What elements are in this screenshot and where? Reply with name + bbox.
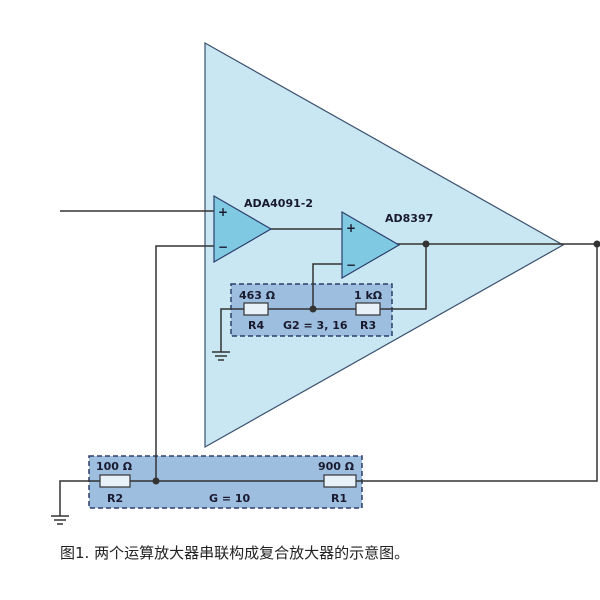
ground-symbol-inner: [212, 351, 230, 361]
r2-name-label: R2: [107, 492, 123, 505]
r3-value-label: 1 kΩ: [354, 289, 383, 302]
junction-dot: [152, 477, 160, 485]
opamp1-minus-sign: −: [218, 240, 228, 254]
r2-value-label: 100 Ω: [96, 460, 133, 473]
opamp1-plus-sign: +: [218, 205, 228, 219]
figure-caption: 图1. 两个运算放大器串联构成复合放大器的示意图。: [60, 544, 410, 562]
junction-dot: [309, 305, 317, 313]
resistor-r4: [243, 302, 269, 316]
resistor-r3: [355, 302, 381, 316]
opamp2-minus-sign: −: [346, 258, 356, 272]
outer-feedback-network-box: [88, 455, 363, 509]
opamp-ad8397: [341, 210, 401, 280]
opamp-ada4091-2: [213, 194, 273, 264]
r4-name-label: R4: [248, 319, 264, 332]
opamp2-plus-sign: +: [346, 221, 356, 235]
opamp1-label: ADA4091-2: [244, 197, 313, 210]
opamp2-label: AD8397: [385, 212, 433, 225]
r4-value-label: 463 Ω: [239, 289, 276, 302]
r1-name-label: R1: [331, 492, 347, 505]
resistor-r2: [99, 474, 131, 488]
inner-gain-label: G2 = 3, 16: [283, 319, 348, 332]
circuit-wires: [59, 210, 598, 516]
ground-symbol-outer: [51, 515, 69, 525]
junction-dot: [593, 240, 600, 248]
junction-dot: [422, 240, 430, 248]
outer-gain-label: G = 10: [209, 492, 251, 505]
resistor-r1: [323, 474, 357, 488]
r1-value-label: 900 Ω: [318, 460, 355, 473]
r3-name-label: R3: [360, 319, 376, 332]
